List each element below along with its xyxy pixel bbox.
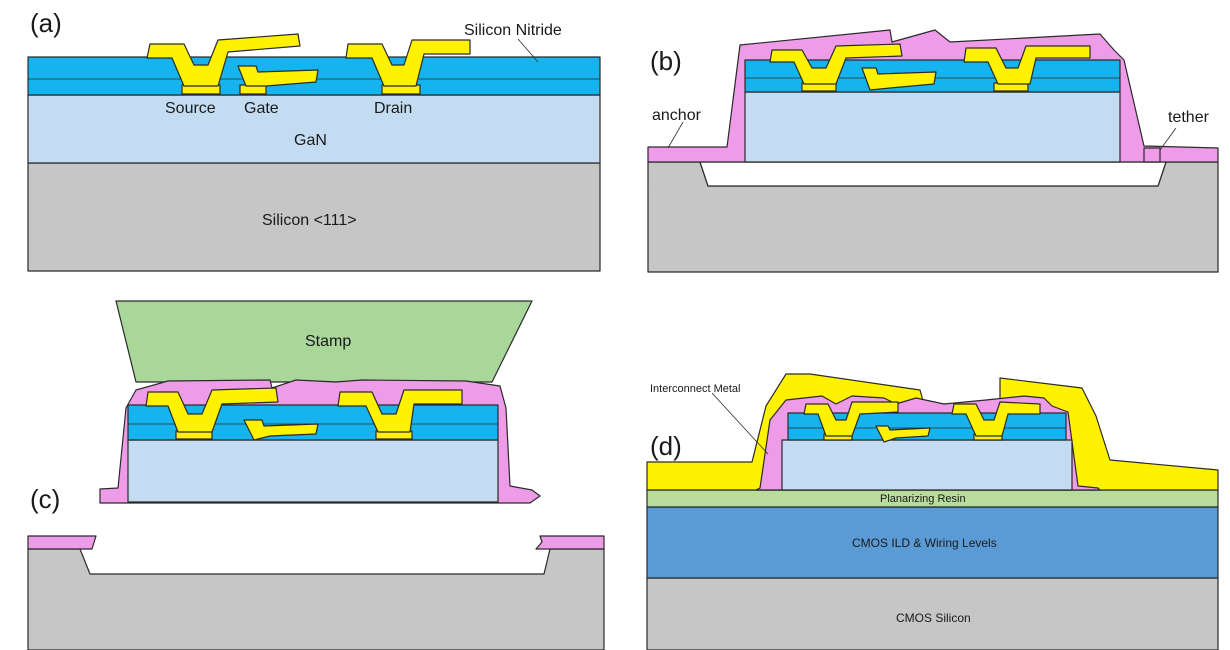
gan-layer	[27, 94, 601, 164]
gan-layer	[781, 439, 1073, 491]
panel-letter-d: (d)	[650, 431, 682, 461]
label-source: Source	[165, 100, 216, 117]
panel-b: (b) anchor tether	[647, 29, 1219, 273]
label-substrate: Silicon <111>	[262, 212, 357, 229]
label-silicon-nitride: Silicon Nitride	[464, 22, 562, 39]
label-gan: GaN	[294, 132, 327, 149]
source-metal	[145, 387, 279, 433]
panel-a: (a) Silicon Nitride Source Gate Drain Ga…	[27, 8, 601, 272]
label-anchor: anchor	[652, 107, 702, 124]
cmos-silicon	[646, 577, 1219, 650]
cmos-ild-wiring	[646, 506, 1219, 579]
panel-letter-b: (b)	[650, 46, 682, 76]
gan-layer	[744, 91, 1121, 163]
drain-metal	[963, 45, 1091, 85]
label-interconnect-metal: Interconnect Metal	[650, 383, 741, 395]
anchor-right	[535, 535, 605, 550]
silicon-substrate	[27, 162, 601, 272]
drain-metal	[345, 39, 471, 87]
panel-letter-a: (a)	[30, 8, 62, 38]
label-cmos-silicon: CMOS Silicon	[896, 611, 971, 625]
source-metal	[803, 401, 899, 437]
drain-metal	[951, 401, 1041, 437]
source-metal	[146, 33, 301, 87]
panel-letter-c: (c)	[30, 484, 60, 514]
panel-c: Stamp (c)	[27, 300, 605, 650]
tether-block	[1143, 147, 1161, 163]
stamp	[115, 300, 533, 383]
gan-layer	[127, 439, 499, 503]
silicon-substrate-etched	[27, 548, 605, 650]
undercut-cavity	[699, 161, 1167, 187]
gate-metal	[243, 419, 319, 441]
label-gate: Gate	[244, 100, 279, 117]
label-drain: Drain	[374, 100, 412, 117]
source-metal	[769, 43, 903, 85]
label-cmos-ild: CMOS ILD & Wiring Levels	[852, 536, 997, 550]
label-planarizing-resin: Planarizing Resin	[880, 493, 966, 505]
gate-metal	[875, 425, 931, 443]
gate-metal	[237, 65, 319, 87]
anchor-left	[27, 535, 97, 550]
label-stamp: Stamp	[305, 333, 351, 350]
gate-metal	[861, 67, 937, 91]
drain-metal	[337, 389, 463, 433]
panel-d: (d) Interconnect Metal Planarizing Resin…	[646, 373, 1219, 650]
label-tether: tether	[1168, 109, 1210, 126]
